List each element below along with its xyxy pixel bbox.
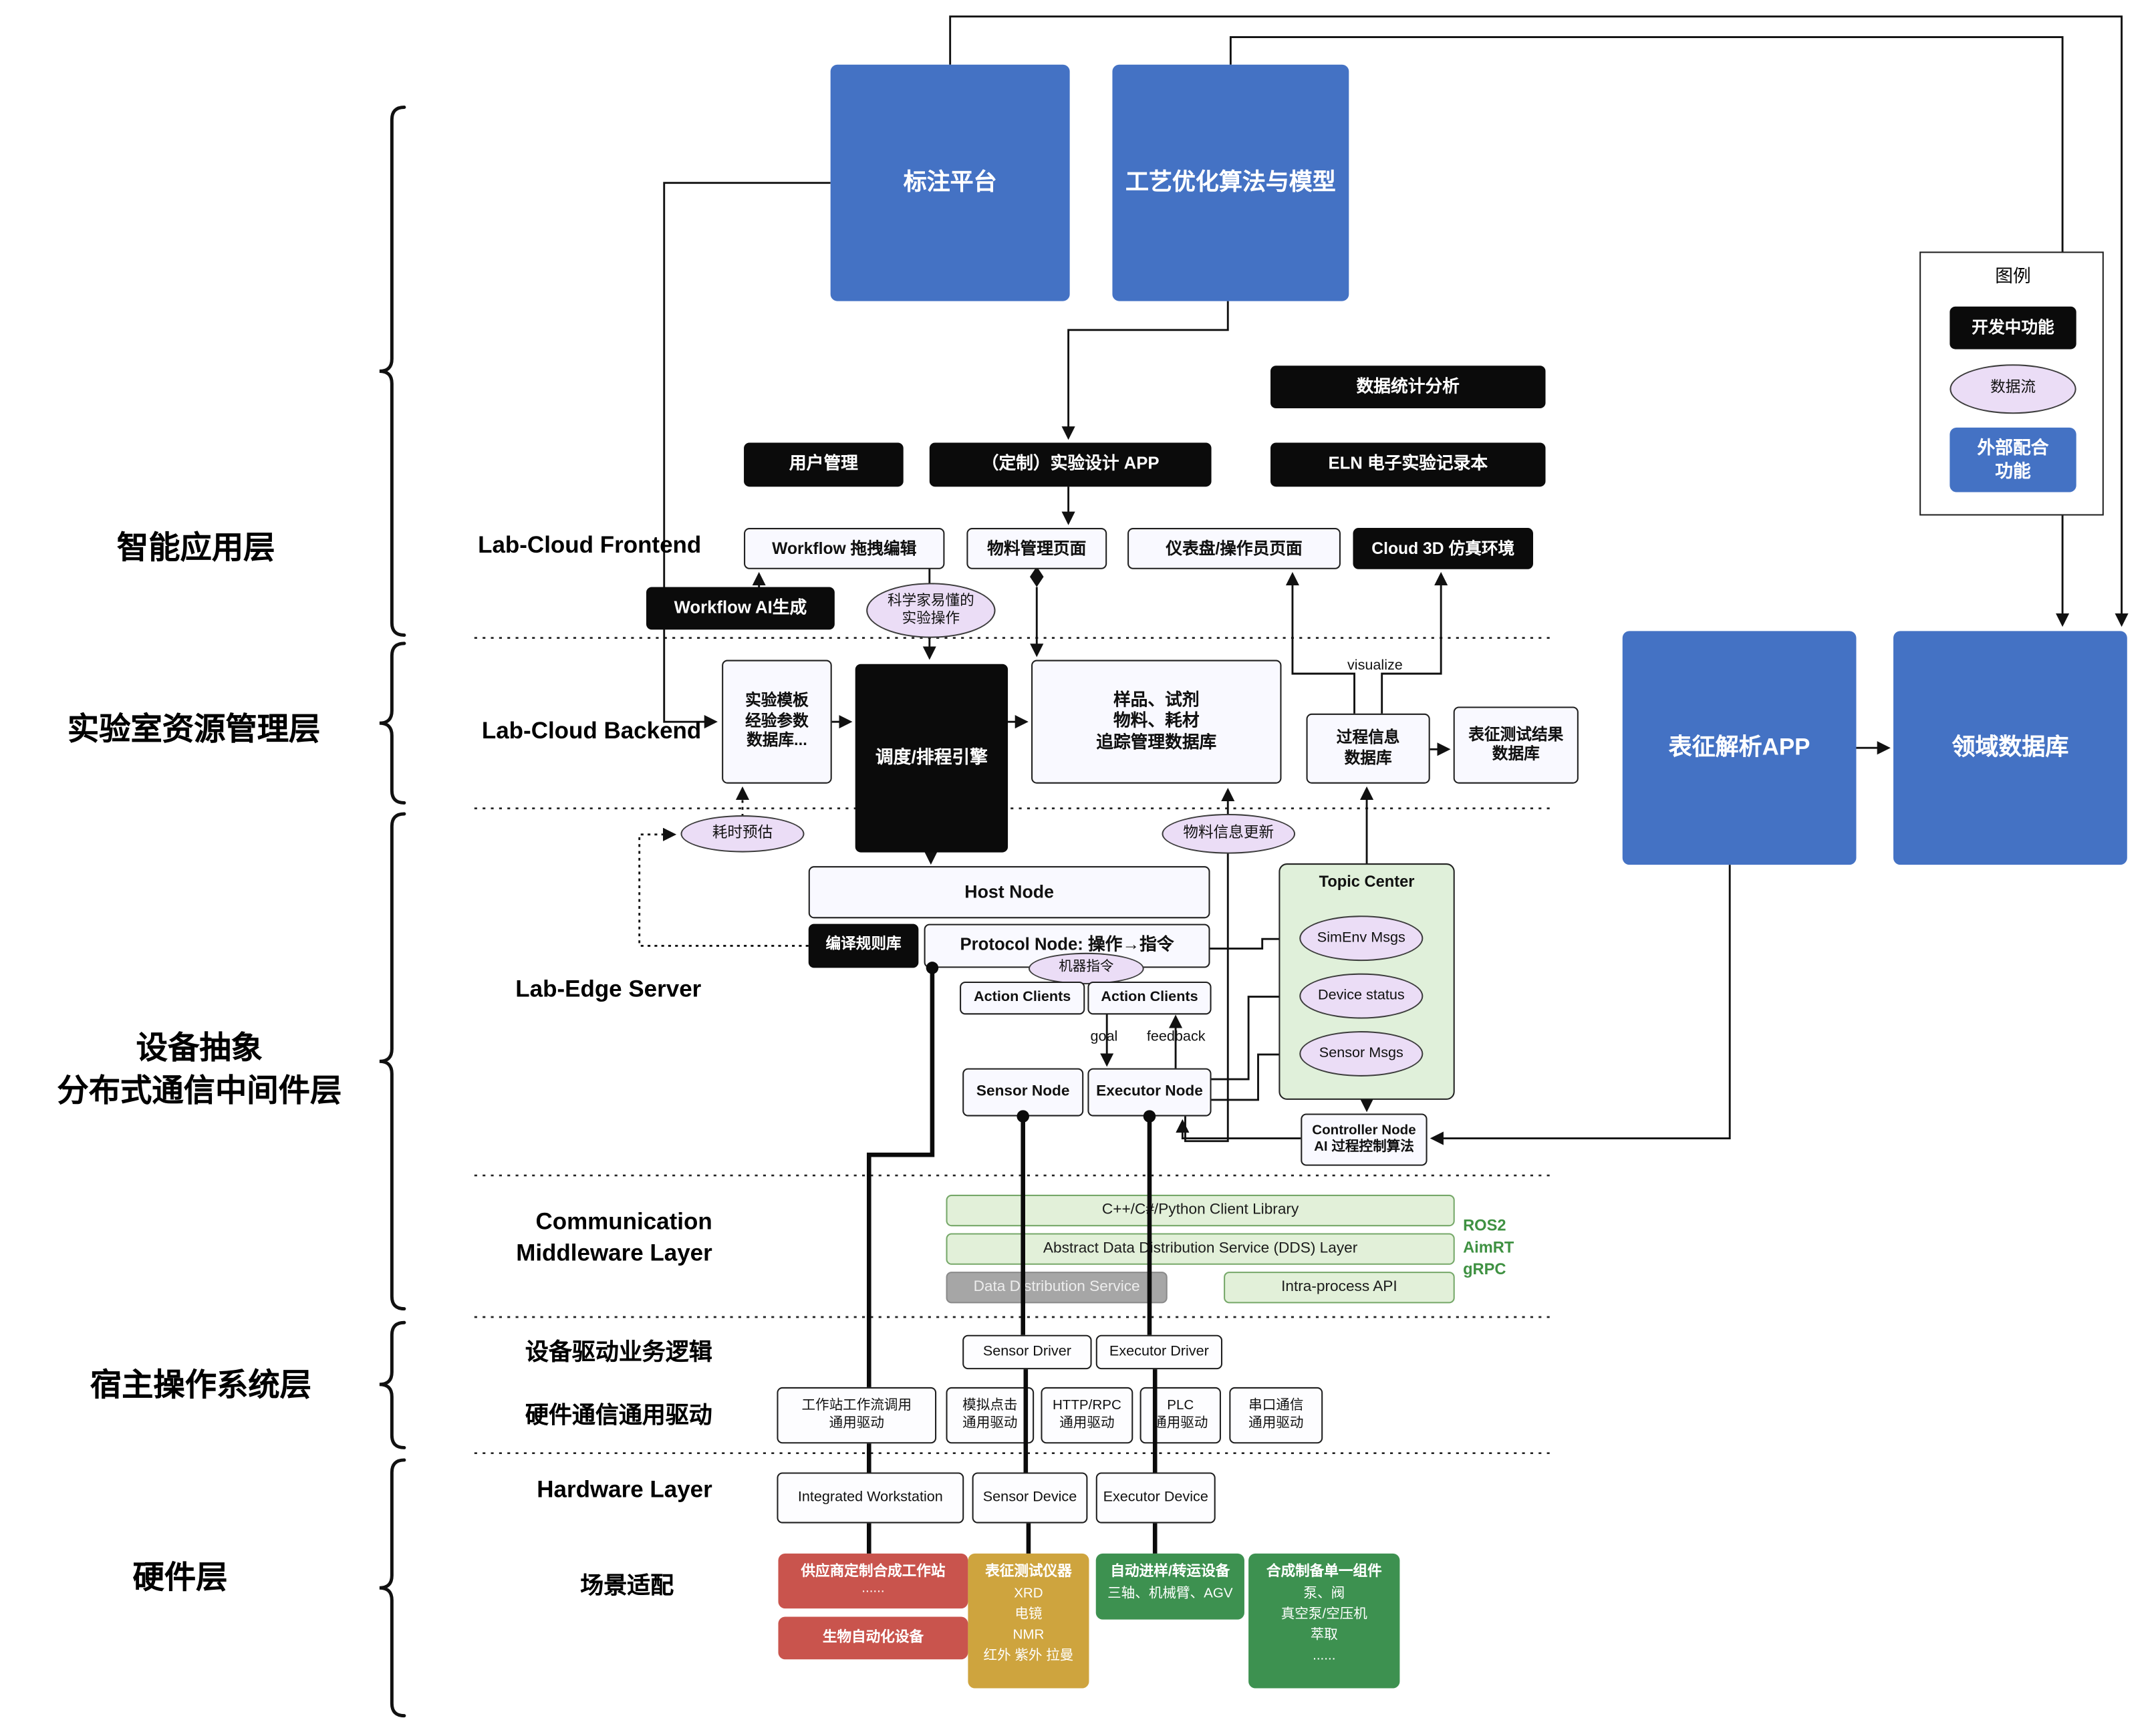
node-driver-http-rpc: HTTP/RPC 通用驱动 bbox=[1041, 1387, 1133, 1444]
transport-body: 三轴、机械臂、AGV bbox=[1107, 1586, 1233, 1602]
transport-title: 自动进样/转运设备 bbox=[1110, 1563, 1230, 1580]
node-annotation-platform: 标注平台 bbox=[830, 64, 1070, 301]
node-process-info-db: 过程信息 数据库 bbox=[1306, 713, 1430, 784]
layer-braces bbox=[379, 106, 406, 1718]
node-action-clients-1: Action Clients bbox=[960, 981, 1085, 1015]
node-synthesis-components: 合成制备单一组件 泵、阀 真空泵/空压机 萃取 ...... bbox=[1248, 1553, 1400, 1689]
node-cloud-3d-sim: Cloud 3D 仿真环境 bbox=[1353, 528, 1534, 569]
node-vendor-workstation: 供应商定制合成工作站 ...... bbox=[778, 1553, 968, 1609]
node-tracking-db: 样品、试剂 物料、耗材 追踪管理数据库 bbox=[1031, 660, 1282, 784]
dataflow-device-status: Device status bbox=[1299, 973, 1424, 1019]
node-driver-plc: PLC 通用驱动 bbox=[1139, 1387, 1221, 1444]
layer-label-app: 智能应用层 bbox=[116, 529, 275, 565]
node-user-management: 用户管理 bbox=[744, 442, 904, 487]
dotted-arrows bbox=[638, 786, 809, 947]
characterization-body: XRD 电镜 NMR 红外 紫外 拉曼 bbox=[983, 1586, 1074, 1664]
legend: 图例 开发中功能 数据流 外部配合 功能 bbox=[1919, 251, 2104, 516]
dataflow-machine-instructions: 机器指令 bbox=[1028, 952, 1144, 985]
label-middleware-stack: ROS2 AimRT gRPC bbox=[1463, 1217, 1514, 1279]
dataflow-sensor-msgs: Sensor Msgs bbox=[1299, 1031, 1424, 1077]
dataflow-time-estimate: 耗时预估 bbox=[680, 815, 805, 853]
node-sensor-driver: Sensor Driver bbox=[962, 1334, 1092, 1370]
node-host-node: Host Node bbox=[808, 866, 1210, 919]
label-visualize: visualize bbox=[1347, 657, 1403, 674]
vendor-workstation-title: 供应商定制合成工作站 bbox=[801, 1563, 946, 1580]
label-goal: goal bbox=[1090, 1028, 1118, 1045]
synthesis-title: 合成制备单一组件 bbox=[1266, 1563, 1382, 1580]
node-workflow-ai: Workflow AI生成 bbox=[646, 587, 835, 630]
label-feedback: feedback bbox=[1146, 1028, 1206, 1045]
legend-title: 图例 bbox=[1995, 265, 2031, 286]
label-hw-comm-driver: 硬件通信通用驱动 bbox=[525, 1402, 712, 1429]
node-process-optimization: 工艺优化算法与模型 bbox=[1112, 64, 1349, 301]
vendor-workstation-body: ...... bbox=[861, 1581, 885, 1596]
node-data-statistics: 数据统计分析 bbox=[1270, 366, 1546, 409]
node-material-page: 物料管理页面 bbox=[966, 528, 1107, 569]
dataflow-material-update: 物料信息更新 bbox=[1162, 813, 1296, 854]
node-domain-db: 领域数据库 bbox=[1893, 631, 2127, 865]
characterization-title: 表征测试仪器 bbox=[985, 1563, 1072, 1580]
node-eln: ELN 电子实验记录本 bbox=[1270, 442, 1546, 487]
node-workflow-editor: Workflow 拖拽编辑 bbox=[744, 528, 945, 569]
legend-dataflow-swatch: 数据流 bbox=[1949, 364, 2076, 414]
synthesis-body: 泵、阀 真空泵/空压机 萃取 ...... bbox=[1281, 1586, 1367, 1664]
label-lab-cloud-backend: Lab-Cloud Backend bbox=[481, 717, 702, 744]
node-driver-workstation: 工作站工作流调用 通用驱动 bbox=[777, 1387, 937, 1444]
label-lab-edge-server: Lab-Edge Server bbox=[515, 976, 702, 1002]
node-executor-device: Executor Device bbox=[1095, 1472, 1216, 1524]
node-intra-process-api: Intra-process API bbox=[1224, 1272, 1455, 1304]
label-lab-cloud-frontend: Lab-Cloud Frontend bbox=[478, 532, 702, 559]
layer-separators bbox=[474, 637, 1551, 1455]
node-compile-rule-lib: 编译规则库 bbox=[808, 923, 919, 968]
node-template-db: 实验模板 经验参数 数据库... bbox=[722, 660, 832, 784]
node-controller-node: Controller Node AI 过程控制算法 bbox=[1301, 1113, 1428, 1166]
node-sensor-node: Sensor Node bbox=[962, 1068, 1084, 1117]
node-executor-driver: Executor Driver bbox=[1095, 1334, 1223, 1370]
label-communication-middleware: Communication Middleware Layer bbox=[516, 1208, 712, 1266]
legend-external-swatch: 外部配合 功能 bbox=[1949, 427, 2076, 492]
node-scheduler-engine: 调度/排程引擎 bbox=[855, 664, 1008, 853]
layer-label-os: 宿主操作系统层 bbox=[90, 1367, 312, 1403]
label-hardware-layer: Hardware Layer bbox=[537, 1476, 712, 1503]
node-dds-abstract-layer: Abstract Data Distribution Service (DDS)… bbox=[946, 1233, 1455, 1265]
node-driver-click-sim: 模拟点击 通用驱动 bbox=[946, 1387, 1035, 1444]
layer-label-device: 设备抽象 分布式通信中间件层 bbox=[57, 1029, 342, 1109]
diamond-connector bbox=[1029, 566, 1044, 587]
label-scenario-adaptation: 场景适配 bbox=[580, 1572, 674, 1599]
node-client-library: C++/C#/Python Client Library bbox=[946, 1194, 1455, 1227]
node-dashboard-page: 仪表盘/操作员页面 bbox=[1127, 528, 1341, 569]
layer-label-hw: 硬件层 bbox=[132, 1559, 228, 1595]
dataflow-scientist-operations: 科学家易懂的 实验操作 bbox=[866, 583, 996, 638]
layer-label-resource: 实验室资源管理层 bbox=[67, 710, 321, 747]
label-topic-center: Topic Center bbox=[1319, 874, 1415, 891]
node-characterization-app: 表征解析APP bbox=[1622, 631, 1857, 865]
node-executor-node: Executor Node bbox=[1087, 1068, 1212, 1117]
node-custom-experiment-app: （定制）实验设计 APP bbox=[929, 442, 1212, 487]
node-characterization-result-db: 表征测试结果 数据库 bbox=[1453, 706, 1579, 784]
legend-dev-swatch: 开发中功能 bbox=[1949, 306, 2076, 349]
node-characterization-instruments: 表征测试仪器 XRD 电镜 NMR 红外 紫外 拉曼 bbox=[968, 1553, 1089, 1689]
node-sensor-device: Sensor Device bbox=[972, 1472, 1088, 1524]
node-bio-automation: 生物自动化设备 bbox=[778, 1616, 968, 1660]
node-integrated-workstation: Integrated Workstation bbox=[777, 1472, 964, 1524]
dataflow-simenv-msgs: SimEnv Msgs bbox=[1299, 915, 1424, 962]
node-action-clients-2: Action Clients bbox=[1087, 981, 1212, 1015]
label-driver-logic: 设备驱动业务逻辑 bbox=[525, 1338, 712, 1365]
node-transport-equipment: 自动进样/转运设备 三轴、机械臂、AGV bbox=[1095, 1553, 1244, 1620]
node-driver-serial: 串口通信 通用驱动 bbox=[1229, 1387, 1323, 1444]
node-dds-service: Data Distribution Service bbox=[946, 1272, 1168, 1304]
